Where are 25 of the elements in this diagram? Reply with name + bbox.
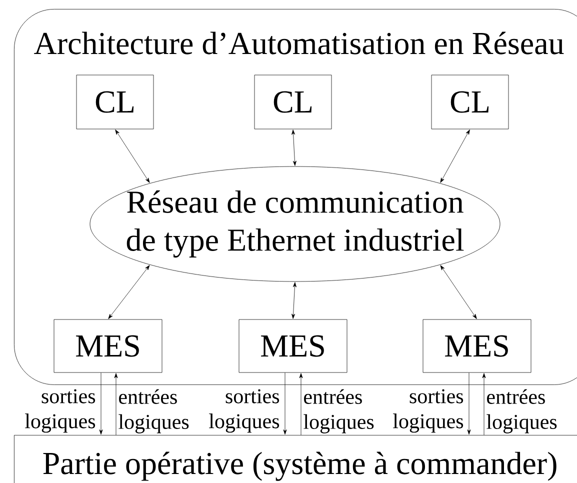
arrow xyxy=(467,372,471,435)
edge-label: entrées logiques xyxy=(304,389,374,434)
arrow xyxy=(115,130,150,183)
process-box: CL xyxy=(431,74,509,130)
process-box: Partie opérative (système à commander) xyxy=(14,435,577,483)
process-box: CL xyxy=(76,74,154,130)
edge-label: sorties logiques xyxy=(209,389,280,433)
arrow xyxy=(108,265,150,319)
arrow xyxy=(114,373,118,436)
process-box: MES xyxy=(54,319,162,373)
edge-label: sorties logiques xyxy=(25,389,96,433)
edge-label: entrées logiques xyxy=(118,389,189,434)
process-box: MES xyxy=(238,319,348,373)
arrow xyxy=(99,372,103,435)
process-box: CL xyxy=(254,74,332,130)
arrow xyxy=(440,265,477,319)
edge-label: entrées logiques xyxy=(486,389,557,434)
process-box: MES xyxy=(422,319,532,373)
arrow xyxy=(299,373,303,436)
arrow xyxy=(440,130,470,183)
arrow xyxy=(292,130,296,166)
edge-label: sorties logiques xyxy=(393,389,464,433)
arrow xyxy=(283,372,287,435)
arrow xyxy=(292,282,296,319)
arrow xyxy=(482,373,486,436)
